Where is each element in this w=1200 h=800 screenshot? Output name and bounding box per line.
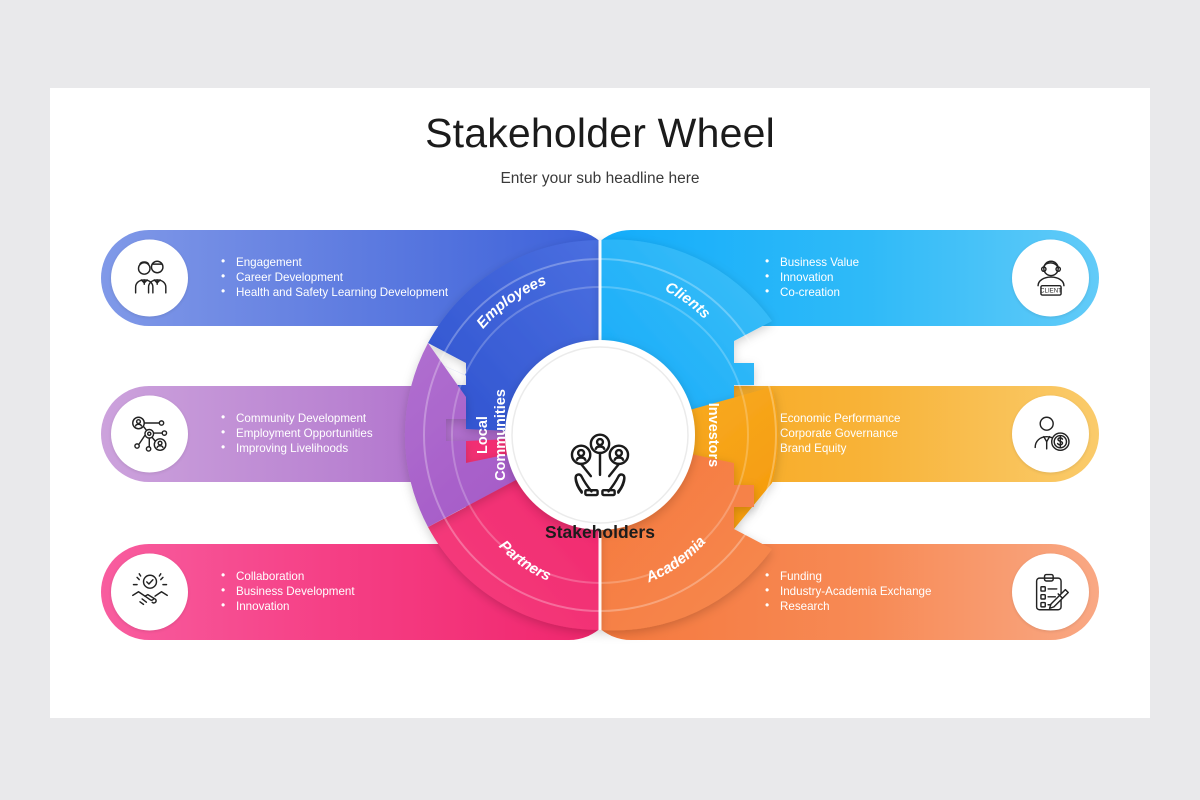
list-item: Engagement xyxy=(219,254,448,270)
handshake-check-icon xyxy=(131,572,168,605)
list-item: Improving Livelihoods xyxy=(219,441,373,457)
list-item: Collaboration xyxy=(219,568,355,584)
clients-bullets: Business Value Innovation Co-creation xyxy=(763,254,859,301)
bar-academia[interactable]: Funding Industry-Academia Exchange Resea… xyxy=(583,544,1099,640)
list-item: Innovation xyxy=(219,599,355,615)
partners-bullets: Collaboration Business Development Innov… xyxy=(219,568,355,615)
list-item: Brand Equity xyxy=(763,441,901,457)
two-employees-icon xyxy=(134,260,167,294)
bar-investors[interactable]: Economic Performance Corporate Governanc… xyxy=(583,386,1099,482)
community-network-icon xyxy=(131,416,167,452)
list-item: Research xyxy=(763,599,931,615)
list-item: Industry-Academia Exchange xyxy=(763,583,931,599)
list-item: Innovation xyxy=(763,269,859,285)
investors-bullets: Economic Performance Corporate Governanc… xyxy=(763,410,901,457)
slide: Stakeholder Wheel Enter your sub headlin… xyxy=(50,88,1150,718)
list-item: Employment Opportunities xyxy=(219,425,373,441)
academia-bullets: Funding Industry-Academia Exchange Resea… xyxy=(763,568,931,615)
list-item: Funding xyxy=(763,568,931,584)
partners-icon-disc xyxy=(111,553,188,631)
list-item: Community Development xyxy=(219,410,373,426)
bar-employees[interactable]: Engagement Career Development Health and… xyxy=(101,230,617,326)
list-item: Business Value xyxy=(763,254,859,270)
page-title: Stakeholder Wheel xyxy=(425,110,775,156)
investor-coin-person-icon xyxy=(1033,416,1070,451)
svg-text:CLIENT: CLIENT xyxy=(1040,287,1062,294)
list-item: Business Development xyxy=(219,583,355,599)
list-item: Health and Safety Learning Development xyxy=(219,285,448,301)
clipboard-pen-icon xyxy=(1035,573,1069,610)
list-item: Corporate Governance xyxy=(763,425,901,441)
list-item: Career Development xyxy=(219,269,448,285)
local-communities-icon-disc xyxy=(111,395,188,473)
local-communities-bullets: Community Development Employment Opportu… xyxy=(219,410,373,457)
client-badge-person-icon: CLIENT xyxy=(1036,260,1065,296)
bar-local-communities[interactable]: Community Development Employment Opportu… xyxy=(101,386,617,482)
list-item: Economic Performance xyxy=(763,410,901,426)
academia-icon-disc xyxy=(1012,553,1089,631)
employees-bullets: Engagement Career Development Health and… xyxy=(219,254,448,301)
page-subtitle: Enter your sub headline here xyxy=(500,170,700,187)
list-item: Co-creation xyxy=(763,285,859,301)
bar-partners[interactable]: Collaboration Business Development Innov… xyxy=(101,544,617,640)
employees-icon-disc xyxy=(111,239,188,317)
clients-icon-disc: CLIENT xyxy=(1012,239,1089,317)
investors-icon-disc xyxy=(1012,395,1089,473)
bar-clients[interactable]: Business Value Innovation Co-creation CL… xyxy=(583,230,1099,326)
hub-label: Stakeholders xyxy=(545,522,655,542)
